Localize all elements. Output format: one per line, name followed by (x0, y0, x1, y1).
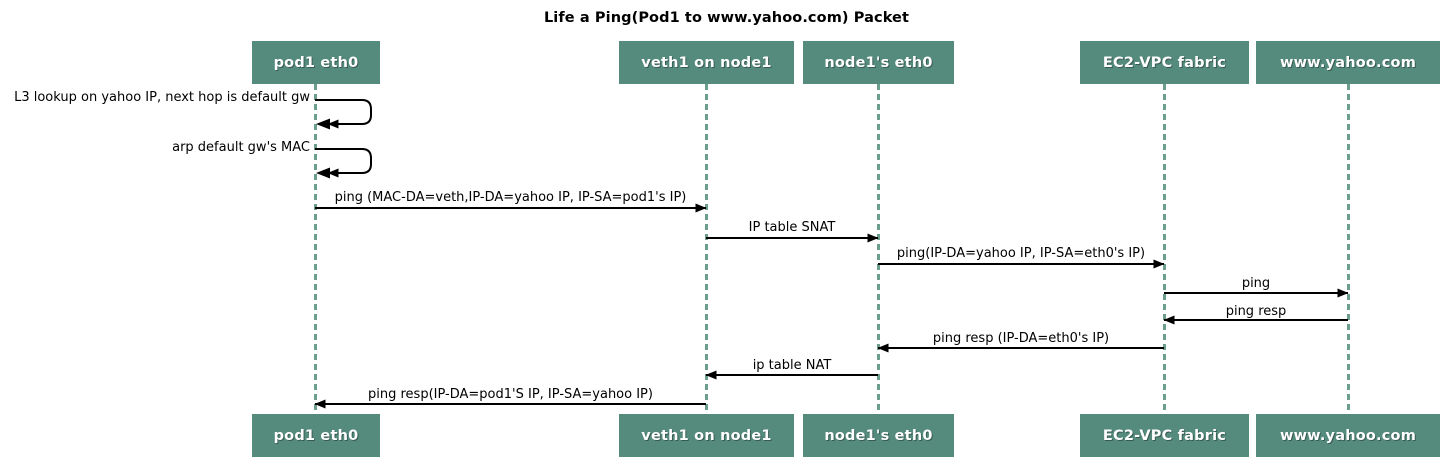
page-title: Life a Ping(Pod1 to www.yahoo.com) Packe… (543, 10, 910, 26)
self-message-label-m1: L3 lookup on yahoo IP, next hop is defau… (14, 90, 310, 105)
actor-label: EC2-VPC fabric (1102, 427, 1227, 444)
self-message-arrow-m2 (315, 148, 372, 178)
actor-footer-eth0[interactable]: node1's eth0 (803, 414, 954, 457)
actor-label: node1's eth0 (824, 427, 933, 444)
actor-header-pod1[interactable]: pod1 eth0 (252, 41, 380, 84)
message-label-a1: ping (MAC-DA=veth,IP-DA=yahoo IP, IP-SA=… (334, 190, 687, 205)
message-label-a4: ping (1241, 276, 1271, 291)
lifeline-veth1 (705, 84, 708, 414)
actor-label: pod1 eth0 (273, 54, 359, 71)
lifeline-eth0 (877, 84, 880, 414)
message-label-a8: ping resp(IP-DA=pod1'S IP, IP-SA=yahoo I… (368, 387, 653, 402)
actor-header-veth1[interactable]: veth1 on node1 (619, 41, 794, 84)
actor-header-eth0[interactable]: node1's eth0 (803, 41, 954, 84)
lifeline-pod1 (314, 84, 317, 414)
message-label-a3: ping(IP-DA=yahoo IP, IP-SA=eth0's IP) (896, 246, 1146, 261)
message-label-a7: ip table NAT (752, 358, 832, 373)
actor-label: pod1 eth0 (273, 427, 359, 444)
message-label-a6: ping resp (IP-DA=eth0's IP) (932, 331, 1110, 346)
actor-footer-yahoo[interactable]: www.yahoo.com (1256, 414, 1440, 457)
message-label-a2: IP table SNAT (748, 220, 836, 235)
self-message-arrowhead (316, 167, 330, 179)
actor-label: www.yahoo.com (1279, 54, 1417, 71)
self-message-arrowhead (316, 118, 330, 130)
actor-footer-veth1[interactable]: veth1 on node1 (619, 414, 794, 457)
actor-footer-vpc[interactable]: EC2-VPC fabric (1080, 414, 1249, 457)
message-label-a5: ping resp (1225, 304, 1287, 319)
lifeline-yahoo (1347, 84, 1350, 414)
actor-label: www.yahoo.com (1279, 427, 1417, 444)
actor-label: node1's eth0 (824, 54, 933, 71)
actor-header-vpc[interactable]: EC2-VPC fabric (1080, 41, 1249, 84)
actor-label: EC2-VPC fabric (1102, 54, 1227, 71)
actor-label: veth1 on node1 (641, 54, 772, 71)
actor-footer-pod1[interactable]: pod1 eth0 (252, 414, 380, 457)
lifeline-vpc (1163, 84, 1166, 414)
self-message-label-m2: arp default gw's MAC (172, 140, 310, 155)
actor-label: veth1 on node1 (641, 427, 772, 444)
actor-header-yahoo[interactable]: www.yahoo.com (1256, 41, 1440, 84)
self-message-arrow-m1 (315, 99, 372, 129)
